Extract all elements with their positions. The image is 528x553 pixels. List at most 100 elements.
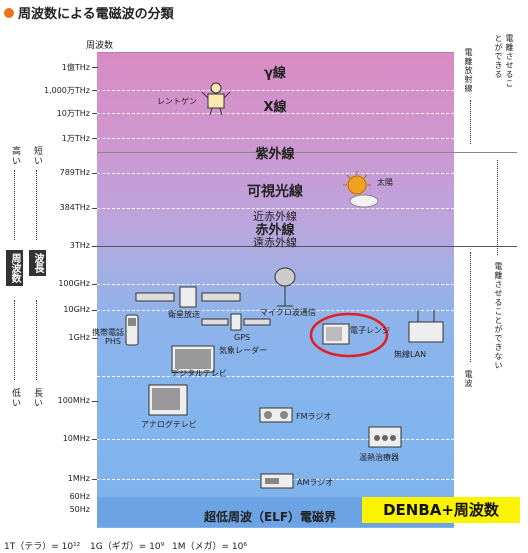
tick-mark bbox=[92, 439, 98, 440]
tick-mark bbox=[92, 173, 98, 174]
tick-mark bbox=[92, 208, 98, 209]
microwave-dish-icon bbox=[274, 267, 296, 307]
tick-mark bbox=[92, 90, 98, 91]
tick-label: 1GHz bbox=[68, 333, 90, 342]
wavelength-arrow-down bbox=[36, 300, 37, 380]
band-divider bbox=[97, 376, 454, 377]
ultraviolet-label: 紫外線 bbox=[255, 147, 295, 162]
analog-tv-icon bbox=[148, 384, 188, 416]
tick-label: 3THz bbox=[69, 241, 90, 250]
wireless-lan-label: 無線LAN bbox=[394, 350, 427, 359]
long-label: 長い bbox=[32, 388, 42, 408]
title-bullet-icon bbox=[4, 7, 14, 18]
tick-label: 1,000万THz bbox=[43, 86, 90, 95]
footnote-tera: 1T（テラ）= 10¹² bbox=[4, 542, 81, 552]
microwave-oven-label: 電子レンジ bbox=[350, 326, 390, 335]
microwave-comm-label: マイクロ波通信 bbox=[260, 308, 316, 317]
microwave-oven-icon bbox=[309, 312, 389, 358]
ionizing-radiation-label: 電離放射線 bbox=[464, 48, 473, 93]
non-ionizing-label: 電離させることができない bbox=[494, 262, 503, 370]
band-divider bbox=[97, 173, 454, 174]
tick-mark bbox=[92, 113, 98, 114]
tick-label: 10万THz bbox=[56, 109, 90, 118]
tick-label: 10GHz bbox=[63, 305, 90, 314]
spectrum-chart bbox=[97, 52, 454, 528]
tick-label: 100GHz bbox=[58, 279, 90, 288]
denba-frequency-badge: DENBA+周波数 bbox=[362, 497, 520, 523]
visible-light-label: 可視光線 bbox=[247, 184, 303, 200]
tick-label: 100MHz bbox=[57, 396, 90, 405]
tick-label: 384THz bbox=[59, 203, 90, 212]
non-ionizing-arrow bbox=[497, 160, 498, 255]
ionizing-boundary bbox=[97, 152, 517, 153]
gps-label: GPS bbox=[234, 333, 251, 342]
band-divider bbox=[97, 208, 454, 209]
frequency-unit-label: 周波数 bbox=[86, 41, 114, 51]
far-infrared-label: 遠赤外線 bbox=[253, 236, 297, 249]
footnote-giga: 1G（ギガ）= 10⁹ bbox=[90, 542, 165, 552]
wavelength-box: 波長 bbox=[29, 250, 46, 276]
elf-label: 超低周波（ELF）電磁界 bbox=[203, 510, 337, 524]
digital-tv-label: デジタルテレビ bbox=[171, 369, 227, 378]
band-divider bbox=[97, 310, 454, 311]
band-divider bbox=[97, 138, 454, 139]
tick-label: 10MHz bbox=[62, 434, 90, 443]
band-divider bbox=[97, 90, 454, 91]
fm-radio-label: FMラジオ bbox=[296, 412, 332, 421]
band-divider bbox=[97, 284, 454, 285]
near-infrared-label: 近赤外線 bbox=[253, 210, 297, 223]
wavelength-arrow-up bbox=[36, 170, 37, 240]
xray-person-icon bbox=[201, 82, 231, 116]
mobile-phone-icon bbox=[125, 314, 139, 346]
low-label: 低い bbox=[10, 388, 20, 408]
sun-label: 太陽 bbox=[377, 178, 393, 187]
am-radio-icon bbox=[260, 473, 294, 489]
page-title: 周波数による電磁波の分類 bbox=[4, 3, 174, 22]
frequency-box: 周波数 bbox=[6, 250, 23, 286]
am-radio-label: AMラジオ bbox=[297, 478, 334, 487]
tick-mark bbox=[92, 284, 98, 285]
band-divider bbox=[97, 439, 454, 440]
heat-therapy-label: 温熱治療器 bbox=[359, 453, 399, 462]
tick-mark bbox=[92, 310, 98, 311]
tick-label: 1万THz bbox=[61, 134, 90, 143]
radio-arrow bbox=[470, 252, 471, 362]
tick-mark bbox=[92, 479, 98, 480]
short-label: 短い bbox=[32, 146, 42, 166]
wireless-router-icon bbox=[408, 310, 444, 343]
ionizing-capable-label: 電離させることができる bbox=[494, 34, 514, 88]
xray-person-label: レントゲン bbox=[157, 97, 197, 106]
fm-radio-icon bbox=[259, 407, 293, 423]
band-divider bbox=[97, 113, 454, 114]
xray-label: X線 bbox=[263, 100, 287, 115]
radio-boundary bbox=[97, 246, 517, 247]
phs-label: PHS bbox=[105, 337, 121, 346]
tick-label: 789THz bbox=[59, 168, 90, 177]
gps-satellite-icon bbox=[201, 313, 271, 331]
satellite-icon bbox=[135, 286, 241, 308]
mobile-phone-label: 携帯電話 bbox=[92, 328, 124, 337]
heat-therapy-device-icon bbox=[368, 426, 402, 448]
footnote-mega: 1M（メガ）= 10⁶ bbox=[172, 542, 247, 552]
tick-label: 1MHz bbox=[67, 474, 90, 483]
radio-wave-label: 電波 bbox=[464, 370, 473, 388]
tick-mark bbox=[92, 246, 98, 247]
frequency-arrow-up bbox=[14, 170, 15, 240]
tick-mark bbox=[92, 138, 98, 139]
weather-radar-label: 気象レーダー bbox=[219, 346, 267, 355]
analog-tv-label: アナログテレビ bbox=[141, 420, 197, 429]
tick-mark bbox=[92, 67, 98, 68]
ionizing-arrow bbox=[470, 100, 471, 144]
sun-icon bbox=[343, 171, 379, 208]
tick-label: 50Hz bbox=[69, 505, 90, 514]
tick-label: 60Hz bbox=[69, 492, 90, 501]
digital-tv-icon bbox=[171, 345, 215, 373]
tick-label: 1億THz bbox=[61, 63, 90, 72]
tick-mark bbox=[92, 401, 98, 402]
frequency-arrow-down bbox=[14, 300, 15, 380]
infrared-label: 赤外線 bbox=[255, 223, 295, 238]
gamma-ray-label: γ線 bbox=[264, 66, 286, 81]
high-label: 高い bbox=[10, 146, 20, 166]
tick-mark bbox=[92, 338, 98, 339]
satellite-label: 衛星放送 bbox=[168, 310, 200, 319]
